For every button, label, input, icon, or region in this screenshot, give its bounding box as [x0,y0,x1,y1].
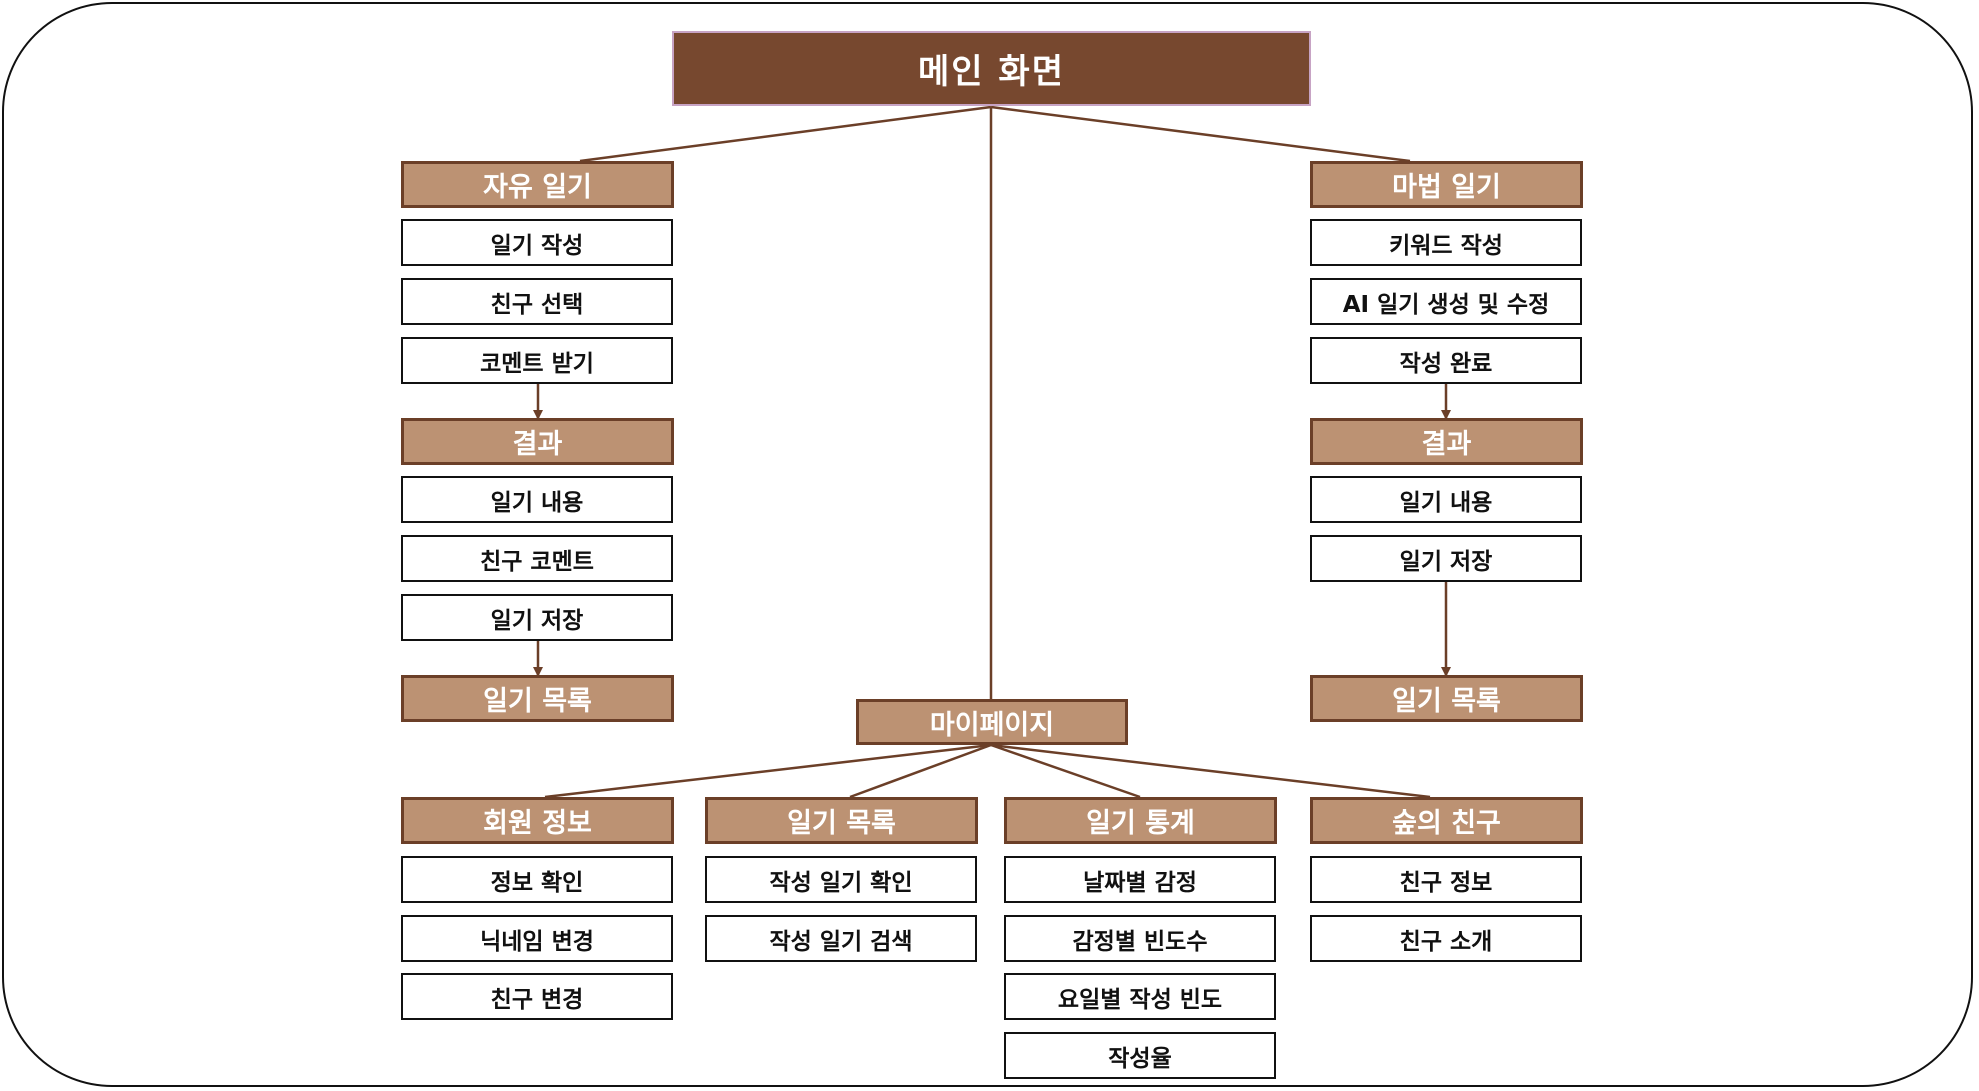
member-info-item-nickname: 닉네임 변경 [401,915,673,962]
diary-stats-item-weekday-frequency: 요일별 작성 빈도 [1004,973,1276,1020]
forest-friends-item-info: 친구 정보 [1310,856,1582,903]
magic-diary-item-ai-generate: AI 일기 생성 및 수정 [1310,278,1582,325]
free-diary-result-content: 일기 내용 [401,476,673,523]
magic-diary-list-node: 일기 목록 [1310,675,1583,722]
diary-stats-item-writing-rate: 작성율 [1004,1032,1276,1079]
free-diary-item-select-friend: 친구 선택 [401,278,673,325]
edge-mypage-to-forest-friends [990,743,1431,799]
magic-diary-item-complete: 작성 완료 [1310,337,1582,384]
member-info-header: 회원 정보 [401,797,674,844]
edge-main-to-free-diary [579,105,992,163]
free-diary-result-save: 일기 저장 [401,594,673,641]
edge-main-to-magic-diary [990,105,1411,163]
mypage-header: 마이페이지 [856,699,1128,745]
diary-stats-item-emotion-frequency: 감정별 빈도수 [1004,915,1276,962]
magic-diary-result-save: 일기 저장 [1310,535,1582,582]
magic-diary-result-header: 결과 [1310,418,1583,465]
diary-stats-item-emotion-by-date: 날짜별 감정 [1004,856,1276,903]
free-diary-list-node: 일기 목록 [401,675,674,722]
edge-mypage-to-diary-stats [990,743,1141,799]
forest-friends-header: 숲의 친구 [1310,797,1583,844]
magic-diary-header: 마법 일기 [1310,161,1583,208]
free-diary-item-write: 일기 작성 [401,219,673,266]
diary-stats-header: 일기 통계 [1004,797,1277,844]
mypage-diary-list-header: 일기 목록 [705,797,978,844]
forest-friends-item-intro: 친구 소개 [1310,915,1582,962]
member-info-item-check: 정보 확인 [401,856,673,903]
magic-diary-item-keywords: 키워드 작성 [1310,219,1582,266]
free-diary-item-get-comment: 코멘트 받기 [401,337,673,384]
member-info-item-change-friend: 친구 변경 [401,973,673,1020]
free-diary-result-header: 결과 [401,418,674,465]
mypage-diary-list-item-view: 작성 일기 확인 [705,856,977,903]
edge-mypage-to-member-info [544,743,992,799]
magic-diary-result-content: 일기 내용 [1310,476,1582,523]
free-diary-header: 자유 일기 [401,161,674,208]
edge-mypage-to-diary-list [849,743,992,799]
main-screen-node: 메인 화면 [672,31,1311,106]
mypage-diary-list-item-search: 작성 일기 검색 [705,915,977,962]
free-diary-result-friend-comment: 친구 코멘트 [401,535,673,582]
